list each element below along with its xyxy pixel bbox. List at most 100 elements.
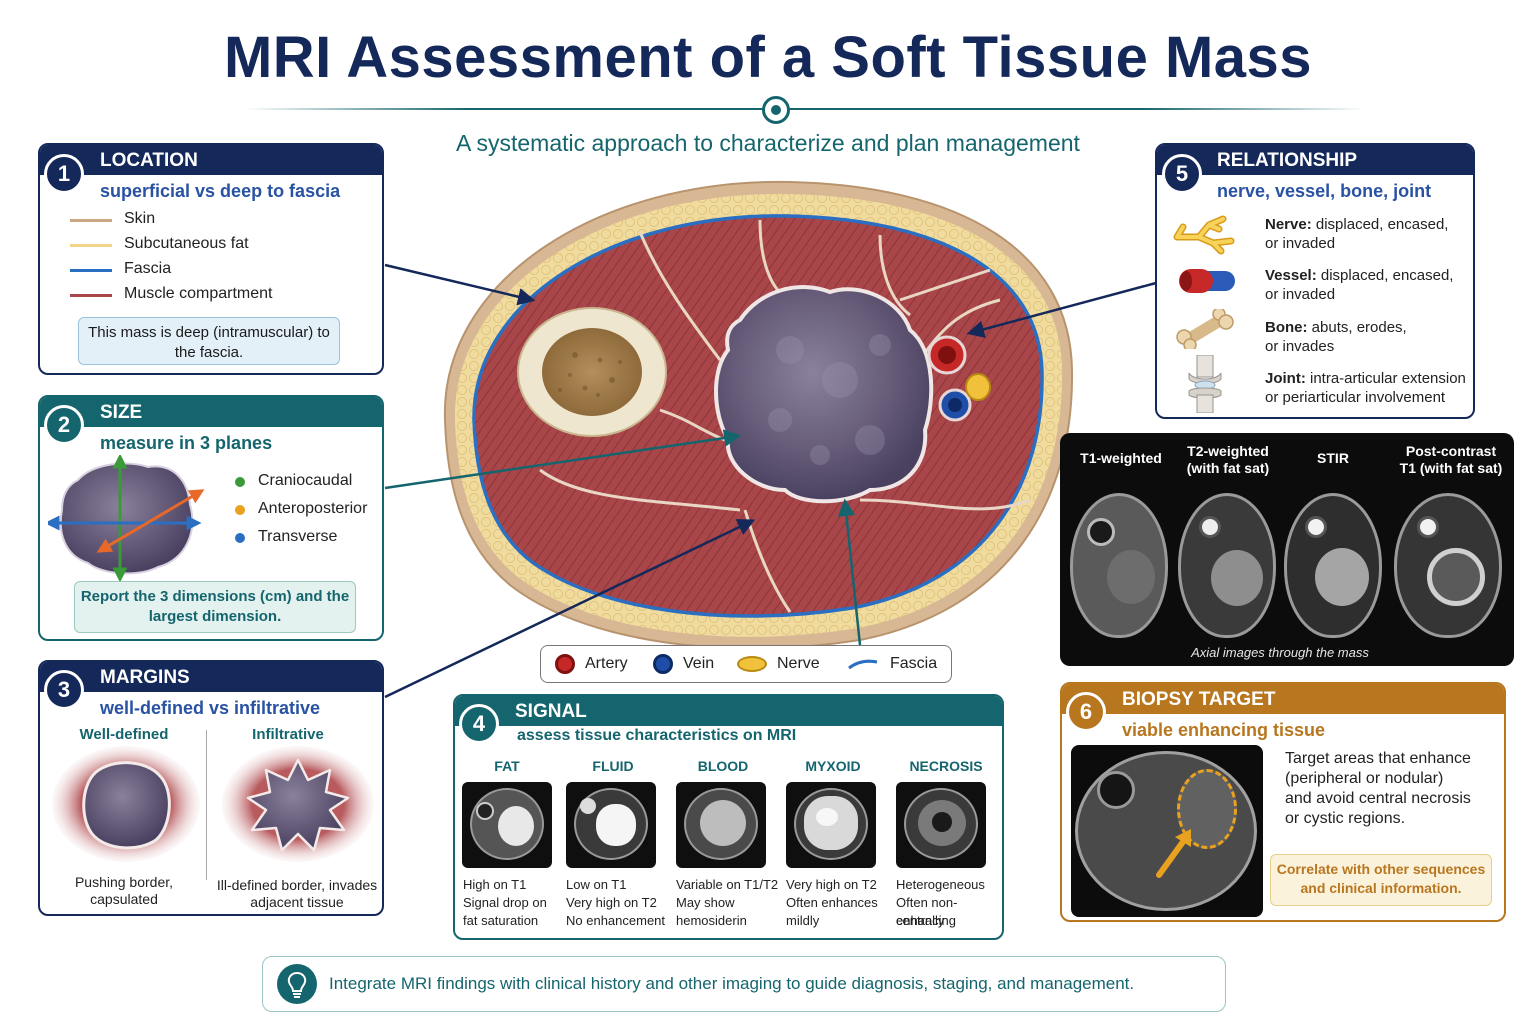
relationship-subheading: nerve, vessel, bone, joint bbox=[1217, 181, 1432, 201]
signal-subheading: assess tissue characteristics on MRI bbox=[517, 727, 797, 744]
necrosis-signal-desc-1: Heterogeneous bbox=[896, 877, 985, 892]
stir-sequence-line1: STIR bbox=[1317, 450, 1349, 466]
necrosis-signal-label: NECROSIS bbox=[909, 758, 983, 774]
step-1-badge: 1 bbox=[44, 154, 84, 194]
size-note: Report the 3 dimensions (cm) and the lar… bbox=[74, 581, 356, 633]
joint-relationship-term: Joint: bbox=[1265, 370, 1306, 387]
nerve-key-icon bbox=[737, 656, 767, 672]
joint-relationship-text: intra-articular extension bbox=[1305, 370, 1466, 387]
biopsy-panel: BIOPSY TARGET viable enhancing tissue Ta… bbox=[1060, 682, 1506, 922]
well-defined-description: Pushing border, capsulated bbox=[74, 874, 174, 907]
fascia-key-icon bbox=[848, 659, 878, 670]
biopsy-note: Correlate with other sequences and clini… bbox=[1270, 854, 1492, 906]
soft-tissue-mass bbox=[714, 285, 934, 504]
fat-signal-image bbox=[462, 782, 552, 868]
joint-relationship-line2: or periarticular involvement bbox=[1265, 389, 1446, 406]
artery-key-label: Artery bbox=[585, 655, 628, 672]
skin-legend-label: Skin bbox=[124, 210, 156, 227]
bone-relationship-line1: Bone: abuts, erodes, bbox=[1265, 319, 1407, 336]
bone-relationship-term: Bone: bbox=[1265, 319, 1308, 336]
bone bbox=[517, 307, 667, 437]
transverse-label: Transverse bbox=[258, 528, 338, 545]
size-subheading: measure in 3 planes bbox=[100, 433, 273, 453]
blood-signal-desc-2: May show bbox=[676, 895, 735, 910]
postcontrast-axial-image bbox=[1394, 493, 1502, 638]
biopsy-text-3: and avoid central necrosis bbox=[1285, 790, 1471, 807]
page-subtitle: A systematic approach to characterize an… bbox=[456, 130, 1080, 156]
transverse-dot bbox=[235, 533, 245, 543]
relationship-heading: RELATIONSHIP bbox=[1157, 145, 1473, 175]
mass-texture bbox=[768, 334, 891, 465]
postcontrast-sequence-line2: T1 (with fat sat) bbox=[1399, 460, 1503, 476]
bone-icon bbox=[1176, 309, 1234, 349]
page-title: MRI Assessment of a Soft Tissue Mass bbox=[223, 25, 1313, 90]
muscle-legend-label: Muscle compartment bbox=[124, 285, 273, 302]
title-divider bbox=[245, 108, 1365, 110]
anteroposterior-label: Anteroposterior bbox=[258, 500, 368, 517]
infiltrative-description: Ill-defined border, invades adjacent tis… bbox=[216, 877, 378, 910]
muscle-legend-swatch bbox=[70, 294, 112, 297]
size-heading: SIZE bbox=[40, 397, 382, 427]
infiltrative-label: Infiltrative bbox=[252, 726, 324, 743]
stir-sequence-label: STIR bbox=[1278, 450, 1388, 467]
fluid-signal-desc-3: No enhancement bbox=[566, 913, 666, 928]
size-measurement-diagram bbox=[48, 455, 205, 583]
nerve-icon bbox=[1173, 215, 1235, 255]
fat-signal-desc-3: fat saturation bbox=[463, 913, 539, 928]
myxoid-signal-desc-3: mildly bbox=[786, 913, 820, 928]
fluid-signal-image bbox=[566, 782, 656, 868]
fluid-signal-desc-2: Very high on T2 bbox=[566, 895, 657, 910]
neurovascular-bundle bbox=[927, 335, 991, 422]
joint-relationship-line1: Joint: intra-articular extension bbox=[1265, 370, 1466, 387]
skin-legend-swatch bbox=[70, 219, 112, 222]
blood-signal-desc-3: hemosiderin bbox=[676, 913, 747, 928]
myxoid-signal-desc-1: Very high on T2 bbox=[786, 877, 877, 892]
vessel-relationship-line2: or invaded bbox=[1265, 286, 1336, 303]
anteroposterior-dot bbox=[235, 505, 245, 515]
fat-legend-label: Subcutaneous fat bbox=[124, 235, 249, 252]
mri-sequences-panel: T1-weighted T2-weighted(with fat sat) ST… bbox=[1060, 433, 1514, 666]
biopsy-subheading: viable enhancing tissue bbox=[1122, 720, 1326, 740]
signal-heading: SIGNAL bbox=[455, 696, 1002, 726]
target-icon bbox=[762, 96, 790, 124]
myxoid-signal-image bbox=[786, 782, 876, 868]
biopsy-text-2: (peripheral or nodular) bbox=[1285, 770, 1444, 787]
fat-signal-desc-2: Signal drop on bbox=[463, 895, 547, 910]
necrosis-signal-desc-2: Often non-enhancing bbox=[896, 895, 958, 928]
biopsy-arrow-icon bbox=[1156, 829, 1191, 878]
t1-axial-image bbox=[1070, 493, 1168, 638]
margins-heading: MARGINS bbox=[40, 662, 382, 692]
fat-signal-label: FAT bbox=[494, 758, 520, 774]
nerve-relationship-term: Nerve: bbox=[1265, 216, 1312, 233]
biopsy-text-4: or cystic regions. bbox=[1285, 810, 1406, 827]
fluid-signal-desc-1: Low on T1 bbox=[566, 877, 627, 892]
fluid-signal-label: FLUID bbox=[592, 758, 634, 774]
myxoid-signal-label: MYXOID bbox=[805, 758, 861, 774]
step-3-badge: 3 bbox=[44, 670, 84, 710]
nerve-relationship-line2: or invaded bbox=[1265, 235, 1336, 252]
margins-subheading: well-defined vs infiltrative bbox=[100, 698, 321, 718]
t2-axial-image bbox=[1178, 493, 1276, 638]
nerve-relationship-text: displaced, encased, bbox=[1311, 216, 1449, 233]
nerve-relationship-line1: Nerve: displaced, encased, bbox=[1265, 216, 1448, 233]
artery-key-icon bbox=[555, 654, 575, 674]
blood-signal-desc-1: Variable on T1/T2 bbox=[676, 877, 779, 892]
step-2-badge: 2 bbox=[44, 405, 84, 445]
joint-icon bbox=[1188, 355, 1222, 413]
stir-axial-image bbox=[1284, 493, 1382, 638]
necrosis-signal-image bbox=[896, 782, 986, 868]
vein-key-label: Vein bbox=[683, 655, 715, 672]
size-panel: SIZE measure in 3 planes Craniocaudal An… bbox=[38, 395, 384, 641]
t2-sequence-line1: T2-weighted bbox=[1187, 443, 1269, 459]
footer-message: Integrate MRI findings with clinical his… bbox=[329, 974, 1135, 993]
margins-divider bbox=[206, 730, 207, 880]
lightbulb-icon bbox=[277, 964, 317, 1004]
vessel-relationship-line1: Vessel: displaced, encased, bbox=[1265, 267, 1453, 284]
biopsy-text-1: Target areas that enhance bbox=[1285, 750, 1471, 767]
location-subheading: superficial vs deep to fascia bbox=[100, 181, 341, 201]
signal-panel: SIGNAL assess tissue characteristics on … bbox=[453, 694, 1004, 940]
myxoid-signal-desc-2: Often enhances bbox=[786, 895, 878, 910]
fascia-legend-swatch bbox=[70, 269, 112, 272]
t1-sequence-line1: T1-weighted bbox=[1080, 450, 1162, 466]
step-4-badge: 4 bbox=[459, 704, 499, 744]
